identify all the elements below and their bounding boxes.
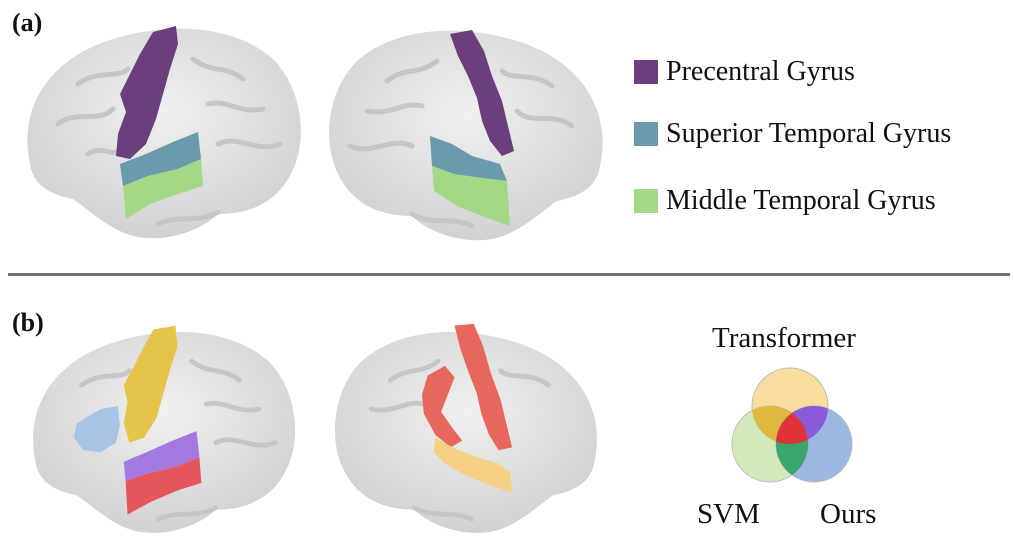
panel-a-label: (a) — [12, 8, 43, 37]
left-hemisphere-brain-a — [27, 26, 301, 239]
precentral-gyrus-region — [116, 26, 178, 159]
right-hemisphere-brain-b — [334, 323, 597, 533]
superior-temporal-gyrus-region — [120, 132, 201, 186]
middle-temporal-region — [125, 456, 202, 515]
middle-temporal-gyrus-region — [123, 159, 203, 219]
legend-item-precentral: Precentral Gyrus — [634, 52, 855, 92]
brain-outline — [334, 332, 597, 533]
legend-swatch-middle-temporal — [634, 189, 658, 213]
right-precentral-region — [454, 323, 513, 451]
panel-divider — [8, 273, 1010, 276]
legend-item-middle-temporal: Middle Temporal Gyrus — [634, 181, 936, 221]
right-pars-region — [421, 365, 463, 448]
legend-label-middle-temporal: Middle Temporal Gyrus — [666, 185, 936, 216]
legend-item-superior-temporal: Superior Temporal Gyrus — [634, 114, 951, 154]
panel-b-label: (b) — [12, 308, 44, 337]
right-hemisphere-brain-a — [329, 30, 603, 241]
legend-swatch-precentral — [634, 60, 658, 84]
venn-intersection-all — [776, 406, 808, 444]
precentral-gyrus-region — [450, 30, 514, 156]
brain-outline — [27, 28, 301, 239]
superior-temporal-region — [123, 431, 200, 481]
precentral-region — [123, 325, 178, 443]
legend-label-superior-temporal: Superior Temporal Gyrus — [666, 118, 952, 149]
venn-label-transformer: Transformer — [712, 322, 856, 354]
superior-temporal-gyrus-region — [430, 136, 507, 181]
brain-outline — [329, 30, 603, 241]
legend-label-precentral: Precentral Gyrus — [666, 56, 855, 87]
left-hemisphere-brain-b — [33, 325, 296, 533]
opercular-region — [73, 406, 120, 453]
legend-swatch-superior-temporal — [634, 122, 658, 146]
venn-diagram — [731, 367, 853, 483]
venn-label-svm: SVM — [697, 498, 760, 530]
middle-temporal-gyrus-region — [432, 166, 510, 226]
right-temporal-region — [433, 437, 513, 493]
brain-outline — [33, 332, 296, 533]
venn-label-ours: Ours — [820, 498, 877, 530]
